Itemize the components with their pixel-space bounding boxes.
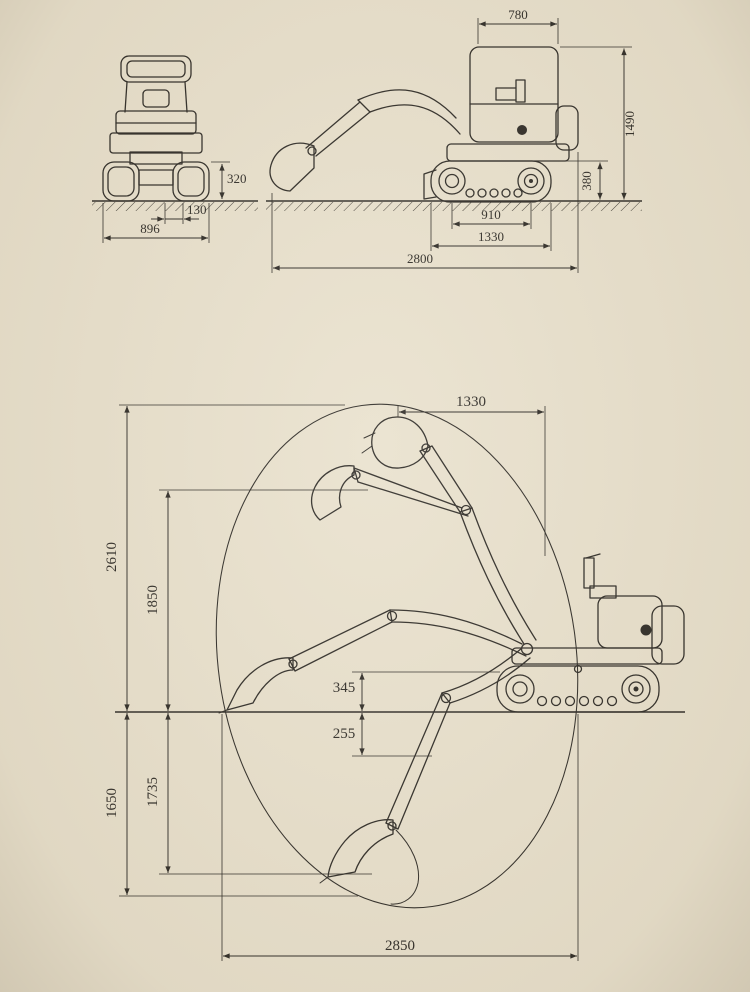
side-boom xyxy=(357,89,461,135)
boom-reach xyxy=(389,609,523,645)
front-undercarriage xyxy=(129,151,183,165)
range-body-dot xyxy=(640,624,652,636)
dim-label-range-max-dig-radius: 2850 xyxy=(385,938,415,954)
boom-lowered xyxy=(441,647,523,694)
side-counterweight xyxy=(555,105,579,151)
dim-label-side-overall-height: 1490 xyxy=(622,111,637,137)
dim-label-side-upper-width: 780 xyxy=(508,7,528,22)
dim-label-front-overall-width: 896 xyxy=(140,221,160,236)
dim-front-overall-width: 896 xyxy=(102,203,210,243)
dim-label-range-bucket-to-center: 1330 xyxy=(456,394,486,410)
range-arm-positions xyxy=(218,416,537,905)
dim-range-max-dig-radius: 2850 xyxy=(221,714,579,961)
dim-side-upper-width: 780 xyxy=(477,7,559,44)
front-seat xyxy=(142,89,170,108)
dim-front-offset: 130 xyxy=(151,202,207,224)
dim-range-max-vertical-dig-depth: 1650 xyxy=(104,713,358,897)
dim-side-tumbler-distance: 910 xyxy=(451,203,532,229)
boom-raised xyxy=(459,511,525,645)
bucket-max-depth xyxy=(327,819,394,878)
ground-side xyxy=(266,200,642,211)
front-axle xyxy=(138,169,174,186)
front-cab-roof xyxy=(120,55,192,83)
dim-range-max-cutting-height: 2610 xyxy=(104,404,345,711)
arm-dump xyxy=(353,467,469,517)
dim-label-range-max-vertical-dig-depth: 1650 xyxy=(104,788,120,818)
side-arm xyxy=(305,101,371,157)
side-view xyxy=(269,46,579,203)
dim-label-range-front-swing-clearance: 345 xyxy=(333,680,356,696)
dim-label-range-max-dumping-height: 1850 xyxy=(145,585,161,615)
ground-front xyxy=(92,200,258,211)
range-counterweight xyxy=(651,605,685,665)
dim-side-track-length: 1330 xyxy=(430,203,552,251)
bucket-dump xyxy=(310,465,355,521)
bucket-curl-path xyxy=(390,829,420,905)
arm-reach xyxy=(288,609,393,672)
side-seat xyxy=(495,79,526,103)
dim-range-bucket-to-center: 1330 xyxy=(397,394,546,556)
range-engine-cover xyxy=(597,595,663,649)
dim-front-track-height: 320 xyxy=(211,161,247,199)
dim-range-clearance-below-ground: 255 xyxy=(333,713,432,757)
bucket-max-reach xyxy=(226,657,294,711)
dim-range-max-dumping-height: 1850 xyxy=(145,489,368,711)
dim-label-side-track-height: 380 xyxy=(579,171,594,191)
range-excavator xyxy=(496,553,685,713)
dim-label-range-max-dig-depth: 1735 xyxy=(145,777,161,807)
boom-foot-joint xyxy=(520,642,534,656)
dim-label-side-track-length: 1330 xyxy=(478,229,504,244)
range-swing-base xyxy=(511,647,663,665)
dim-label-range-clearance-below-ground: 255 xyxy=(333,726,356,742)
dim-range-max-dig-depth: 1735 xyxy=(145,713,372,875)
dim-label-range-max-cutting-height: 2610 xyxy=(104,542,120,572)
working-envelope xyxy=(215,403,579,909)
front-view xyxy=(102,55,210,202)
dim-side-overall-length: 2800 xyxy=(271,152,579,273)
arm-raised xyxy=(419,445,473,513)
side-body-dot xyxy=(517,125,527,135)
dim-range-front-swing-clearance: 345 xyxy=(333,671,500,711)
side-blade xyxy=(423,169,437,200)
dim-side-track-height: 380 xyxy=(553,160,608,200)
dim-label-front-offset: 130 xyxy=(187,202,207,217)
front-body-mid xyxy=(109,132,203,154)
dim-label-side-overall-length: 2800 xyxy=(407,251,433,266)
side-cab xyxy=(469,46,559,143)
range-seat xyxy=(583,557,617,599)
front-cab-roof-inner xyxy=(126,60,186,78)
dim-label-front-track-height: 320 xyxy=(227,171,247,186)
arm-lowered xyxy=(385,692,451,830)
dim-label-side-tumbler-distance: 910 xyxy=(481,207,501,222)
side-bucket xyxy=(269,142,315,192)
dim-side-overall-height: 1490 xyxy=(560,46,637,200)
bucket-max-height xyxy=(371,416,429,469)
side-swing-base xyxy=(446,143,570,162)
